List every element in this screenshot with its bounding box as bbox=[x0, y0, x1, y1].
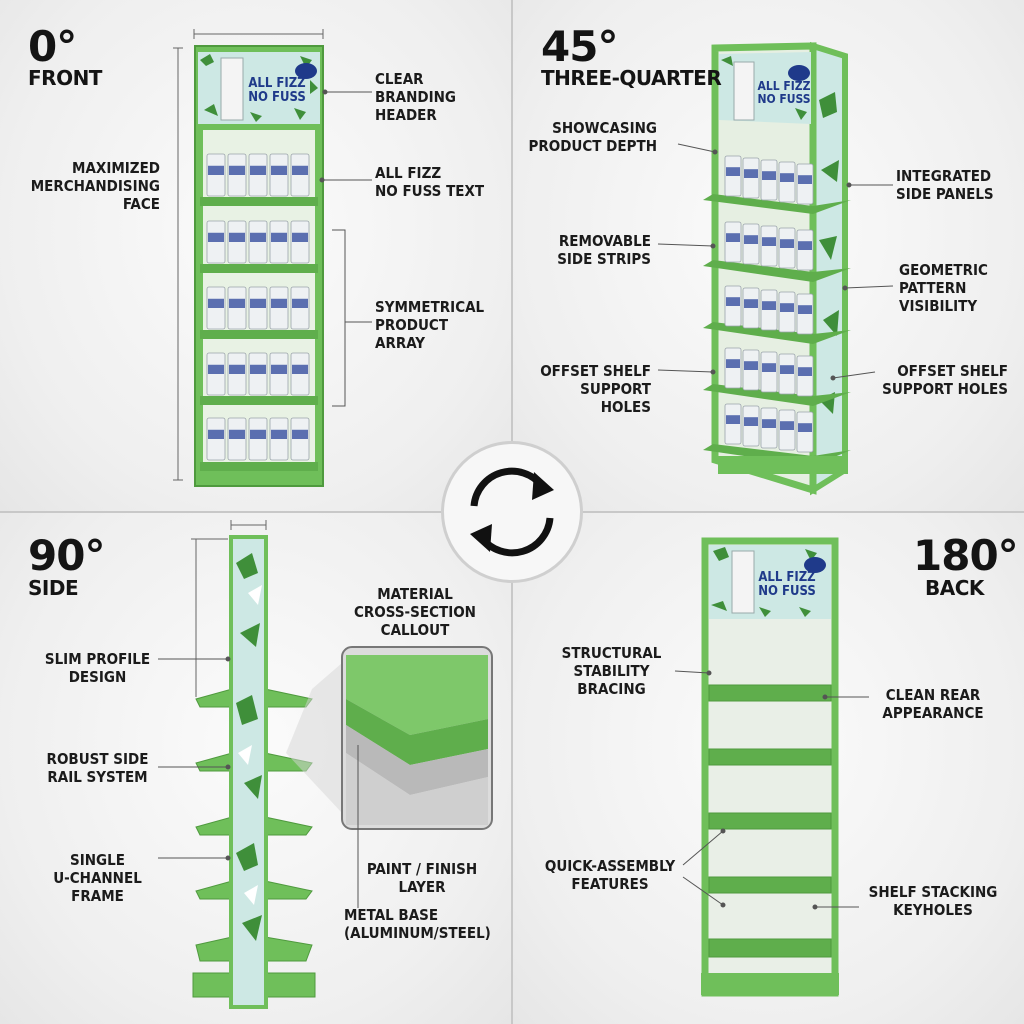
can-label-band bbox=[798, 175, 812, 184]
can-label-band bbox=[292, 429, 308, 439]
can-label-band bbox=[208, 165, 224, 175]
three-quarter-display-drawing bbox=[703, 41, 851, 496]
back-view-name: BACK bbox=[925, 576, 984, 600]
can-label-band bbox=[762, 419, 776, 428]
can-label-band bbox=[726, 415, 740, 424]
can-label-band bbox=[780, 421, 794, 430]
can-label-band bbox=[292, 364, 308, 374]
can-label-band bbox=[744, 235, 758, 244]
can-label-band bbox=[780, 173, 794, 182]
can-label-band bbox=[250, 298, 266, 308]
callout-geometric-pattern: GEOMETRIC PATTERN VISIBILITY bbox=[899, 261, 988, 315]
side-view-panel: 90° SIDE MATERIAL CROSS-SECTION CALLOUT … bbox=[0, 513, 511, 1024]
can-label-band bbox=[726, 233, 740, 242]
can-label-band bbox=[229, 364, 245, 374]
can-label-band bbox=[250, 429, 266, 439]
can-label-band bbox=[744, 299, 758, 308]
can-label-band bbox=[726, 359, 740, 368]
can-label-band bbox=[208, 232, 224, 242]
tq-view-name: THREE-QUARTER bbox=[541, 66, 722, 90]
front-angle-label: 0° bbox=[28, 22, 77, 71]
can-label-band bbox=[229, 429, 245, 439]
callout-clean-rear: CLEAN REAR APPEARANCE bbox=[882, 686, 984, 722]
callout-metal-base: METAL BASE (ALUMINUM/STEEL) bbox=[344, 906, 491, 942]
side-angle-label: 90° bbox=[28, 531, 105, 580]
back-leader-lines bbox=[674, 670, 869, 910]
callout-all-fizz-text: ALL FIZZ NO FUSS TEXT bbox=[375, 164, 485, 200]
side-display-drawing bbox=[191, 520, 493, 1009]
back-view-panel: 180° BACK STRUCTURAL STABILITY BRACING C… bbox=[513, 513, 1024, 1024]
can-label-band bbox=[798, 367, 812, 376]
can-label-band bbox=[292, 298, 308, 308]
callout-slim-profile: SLIM PROFILE DESIGN bbox=[44, 650, 151, 686]
can-label-band bbox=[726, 297, 740, 306]
callout-showcasing-depth: SHOWCASING PRODUCT DEPTH bbox=[528, 119, 657, 155]
callout-structural-bracing: STRUCTURAL STABILITY BRACING bbox=[561, 644, 662, 698]
can-label-band bbox=[762, 237, 776, 246]
three-quarter-view-panel: 45° THREE-QUARTER SHOWCASING PRODUCT DEP… bbox=[513, 0, 1024, 511]
can-label-band bbox=[229, 298, 245, 308]
can-label-band bbox=[250, 165, 266, 175]
can-label-band bbox=[780, 303, 794, 312]
front-display-drawing bbox=[173, 29, 324, 487]
rotate-arrows-icon bbox=[470, 467, 554, 557]
callout-symmetrical-array: SYMMETRICAL PRODUCT ARRAY bbox=[375, 298, 485, 352]
can-label-band bbox=[798, 241, 812, 250]
can-label-band bbox=[271, 429, 287, 439]
can-label-band bbox=[798, 423, 812, 432]
callout-shelf-keyholes: SHELF STACKING KEYHOLES bbox=[868, 883, 998, 919]
can-label-band bbox=[271, 165, 287, 175]
rotation-badge bbox=[441, 441, 583, 583]
can-label-band bbox=[780, 239, 794, 248]
tq-leader-lines bbox=[657, 143, 894, 381]
can-label-band bbox=[208, 298, 224, 308]
front-view-name: FRONT bbox=[28, 66, 102, 90]
callout-paint-finish: PAINT / FINISH LAYER bbox=[366, 860, 478, 896]
callout-offset-holes-right: OFFSET SHELF SUPPORT HOLES bbox=[882, 362, 1008, 398]
can-label-band bbox=[271, 364, 287, 374]
can-label-band bbox=[762, 171, 776, 180]
can-label-band bbox=[762, 363, 776, 372]
callout-quick-assembly: QUICK-ASSEMBLY FEATURES bbox=[544, 857, 676, 893]
front-view-panel: 0° FRONT CLEAR BRANDING HEADER ALL FIZZ … bbox=[0, 0, 511, 511]
front-leader-lines bbox=[319, 89, 372, 407]
callout-robust-side-rail: ROBUST SIDE RAIL SYSTEM bbox=[46, 750, 149, 786]
tq-angle-label: 45° bbox=[541, 22, 618, 71]
side-view-name: SIDE bbox=[28, 576, 79, 600]
callout-maximized-face: MAXIMIZED MERCHANDISING FACE bbox=[30, 159, 160, 213]
can-label-band bbox=[250, 364, 266, 374]
back-display-drawing bbox=[701, 537, 839, 997]
can-label-band bbox=[229, 232, 245, 242]
can-label-band bbox=[726, 167, 740, 176]
can-label-band bbox=[762, 301, 776, 310]
can-label-band bbox=[744, 361, 758, 370]
can-label-band bbox=[744, 417, 758, 426]
can-label-band bbox=[229, 165, 245, 175]
can-label-band bbox=[271, 298, 287, 308]
callout-offset-holes-left: OFFSET SHELF SUPPORT HOLES bbox=[540, 362, 651, 416]
callout-single-u-channel: SINGLE U-CHANNEL FRAME bbox=[53, 851, 142, 905]
callout-material-cross-section: MATERIAL CROSS-SECTION CALLOUT bbox=[354, 585, 476, 639]
can-label-band bbox=[292, 232, 308, 242]
can-label-band bbox=[798, 305, 812, 314]
can-label-band bbox=[271, 232, 287, 242]
callout-integrated-side-panels: INTEGRATED SIDE PANELS bbox=[896, 167, 994, 203]
callout-clear-branding-header: CLEAR BRANDING HEADER bbox=[375, 70, 457, 124]
back-angle-label: 180° bbox=[913, 531, 1019, 580]
can-label-band bbox=[208, 429, 224, 439]
can-label-band bbox=[250, 232, 266, 242]
can-label-band bbox=[208, 364, 224, 374]
side-leader-lines bbox=[158, 656, 359, 908]
callout-removable-side-strips: REMOVABLE SIDE STRIPS bbox=[557, 232, 651, 268]
can-label-band bbox=[744, 169, 758, 178]
can-label-band bbox=[780, 365, 794, 374]
can-label-band bbox=[292, 165, 308, 175]
